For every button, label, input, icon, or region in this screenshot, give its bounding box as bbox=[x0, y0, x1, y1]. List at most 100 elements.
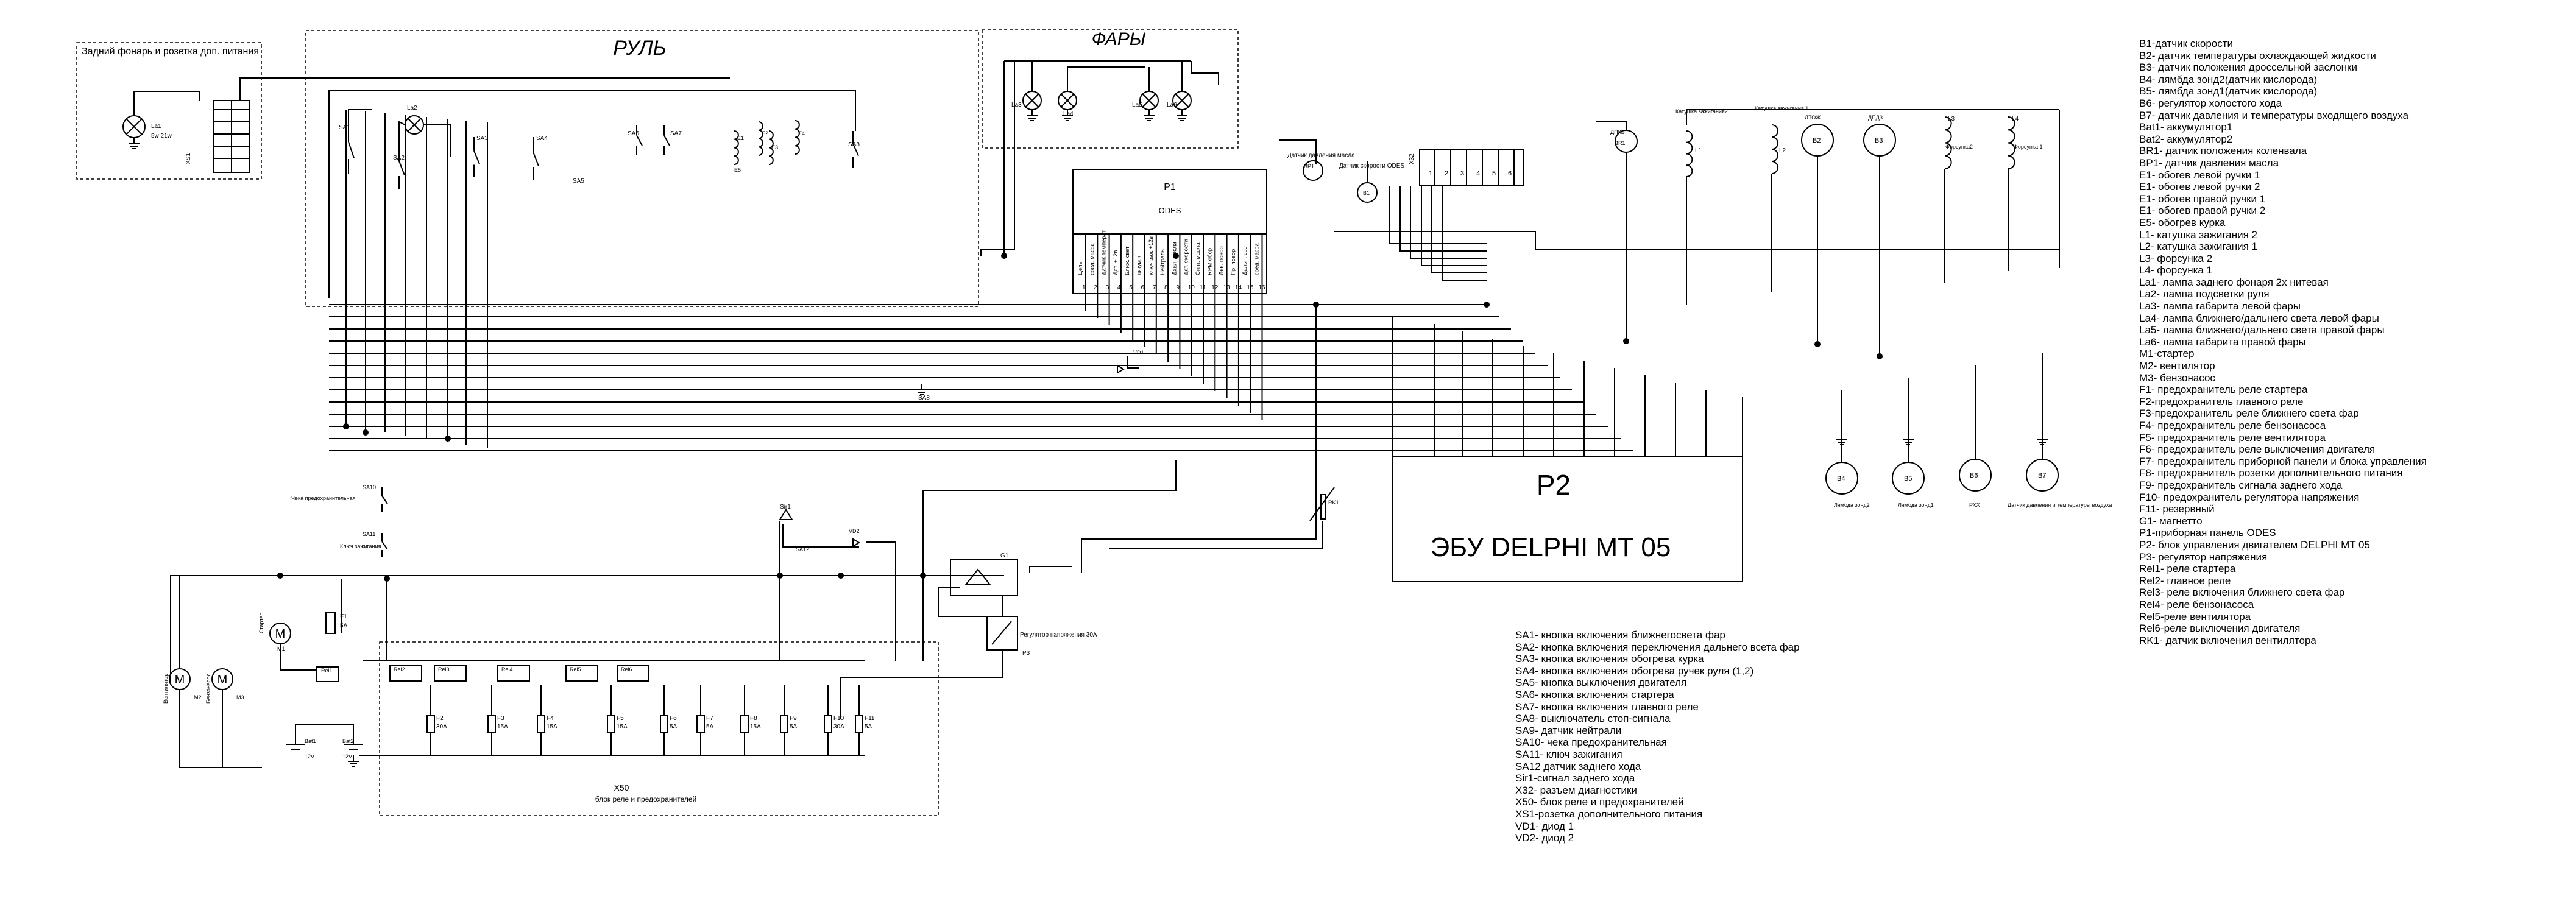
legend-item: B7- датчик давления и температуры входящ… bbox=[2139, 109, 2409, 121]
diode-vd1 bbox=[1117, 364, 1125, 374]
legend-item: VD1- диод 1 bbox=[1515, 820, 1574, 832]
legend-item: F9- предохранитель сигнала заднего хода bbox=[2139, 479, 2343, 491]
wire-segment bbox=[991, 621, 1012, 645]
label: Sir1 bbox=[780, 504, 791, 510]
junction-dot bbox=[1001, 253, 1007, 259]
fuse-f3 bbox=[487, 715, 496, 733]
switch-sa11 bbox=[381, 533, 388, 557]
lamp-la4 bbox=[1058, 91, 1077, 110]
fuse-f2 bbox=[426, 715, 435, 733]
legend-item: XS1-розетка дополнительного питания bbox=[1515, 808, 1703, 820]
legend-item: L4- форсунка 1 bbox=[2139, 264, 2213, 277]
label: F3 bbox=[497, 715, 504, 722]
label: Форсунка 1 bbox=[2014, 144, 2042, 150]
wire bbox=[329, 90, 856, 131]
motor-letter: M bbox=[175, 673, 185, 686]
label: SA4 bbox=[536, 135, 548, 142]
legend-item: E1- обогев левой ручки 1 bbox=[2139, 169, 2260, 181]
legend-item: F7- предохранитель приборной панели и бл… bbox=[2139, 455, 2427, 467]
heater-e1 bbox=[734, 130, 739, 165]
switch-sa3 bbox=[473, 137, 480, 177]
label: M3 bbox=[236, 694, 244, 700]
label: Чека предохранительная bbox=[291, 495, 356, 501]
legend-item: M2- вентилятор bbox=[2139, 360, 2215, 372]
dashboard-pin-name: Давл. масла bbox=[1171, 242, 1178, 275]
wire bbox=[1029, 566, 1072, 573]
label: SA8 bbox=[918, 395, 930, 401]
wire bbox=[170, 575, 1004, 682]
legend-item: F10- предохранитель регулятора напряжени… bbox=[2139, 491, 2360, 503]
dashboard-pin-number: 7 bbox=[1153, 284, 1156, 291]
fuelpump-m3: M bbox=[211, 668, 233, 690]
fan-m2: M bbox=[169, 668, 191, 690]
label: 5A bbox=[670, 724, 678, 730]
label: L4 bbox=[2012, 116, 2019, 122]
dashboard-pin-number: 3 bbox=[1106, 284, 1109, 291]
dashboard-pin-name: соед. масса bbox=[1089, 243, 1095, 275]
fuse-f4 bbox=[537, 715, 545, 733]
wire bbox=[922, 460, 1177, 661]
starter-m1: M bbox=[269, 623, 291, 644]
label: F4 bbox=[547, 715, 554, 722]
label: XS1 bbox=[185, 153, 192, 164]
legend-item: RK1- датчик включения вентилятора bbox=[2139, 634, 2316, 646]
label: 5A bbox=[706, 724, 714, 730]
legend-item: B2- датчик температуры охлаждающей жидко… bbox=[2139, 49, 2376, 62]
label: F6 bbox=[670, 715, 677, 722]
label: F2 bbox=[436, 715, 444, 722]
dashboard-pin-number: 6 bbox=[1141, 284, 1145, 291]
ground-symbol bbox=[1836, 434, 1847, 445]
legend-item: E1- обогев правой ручки 1 bbox=[2139, 192, 2266, 205]
label: SA2 bbox=[393, 155, 405, 161]
lamp-la1 bbox=[122, 115, 146, 138]
label: B5 bbox=[1904, 475, 1912, 482]
legend-item: Rel3- реле включения ближнего света фар bbox=[2139, 587, 2345, 599]
magneto-g1 bbox=[950, 559, 1018, 596]
wire bbox=[1389, 186, 1487, 244]
switch-sa8-top bbox=[852, 131, 859, 168]
dashboard-pin-name: аккум.+ bbox=[1136, 255, 1143, 275]
wire bbox=[980, 61, 1015, 256]
ground-symbol bbox=[916, 384, 927, 395]
sensor-b2 bbox=[1801, 124, 1834, 157]
legend-item: VD2- диод 2 bbox=[1515, 832, 1574, 844]
dashboard-pin-name: Лев. повор bbox=[1219, 246, 1225, 275]
legend-item: L1- катушка зажигания 2 bbox=[2139, 228, 2257, 241]
label: SA7 bbox=[670, 130, 682, 137]
legend-item: SA1- кнопка включения ближнегосвета фар bbox=[1515, 629, 1725, 641]
wire bbox=[133, 91, 200, 116]
label: F8 bbox=[750, 715, 757, 722]
junction-dot bbox=[343, 423, 349, 429]
junction-dot bbox=[445, 436, 451, 442]
heater-e2 bbox=[758, 121, 763, 156]
fuse-f5 bbox=[607, 715, 615, 733]
legend-item: F2-предохранитель главного реле bbox=[2139, 395, 2304, 407]
lamp-la2 bbox=[405, 115, 424, 135]
lamp-la5 bbox=[1139, 91, 1159, 110]
wire bbox=[1596, 121, 1627, 130]
label: Rel2 bbox=[394, 666, 405, 672]
legend-item: Rel6-реле выключения двигателя bbox=[2139, 623, 2301, 635]
legend-item: P3- регулятор напряжения bbox=[2139, 551, 2268, 563]
wire bbox=[398, 121, 406, 146]
label: Форсунка2 bbox=[1945, 144, 1973, 150]
dashboard-pin-number: 10 bbox=[1188, 284, 1195, 291]
label: Бензонасос bbox=[205, 674, 211, 704]
junction-dot bbox=[920, 573, 926, 579]
legend-item: E5- обогрев курка bbox=[2139, 216, 2226, 228]
headlights-box bbox=[982, 29, 1239, 149]
label: ДПДЗ bbox=[1868, 115, 1883, 121]
wire bbox=[1109, 521, 1323, 549]
label: 15A bbox=[547, 724, 557, 730]
legend-item: F1- предохранитель реле стартера bbox=[2139, 384, 2308, 396]
wire bbox=[1410, 186, 1487, 259]
label: SA1 bbox=[339, 124, 350, 131]
ground-symbol bbox=[1903, 434, 1914, 445]
label: E5 bbox=[734, 167, 741, 173]
dashboard-pin-name: ключ заж.+12в bbox=[1148, 236, 1155, 275]
legend-item: La6- лампа габарита правой фары bbox=[2139, 336, 2306, 348]
label: F1 bbox=[340, 613, 347, 620]
dashboard-pin-number: 12 bbox=[1211, 284, 1219, 291]
dashboard-pin-number: 2 bbox=[1094, 284, 1097, 291]
